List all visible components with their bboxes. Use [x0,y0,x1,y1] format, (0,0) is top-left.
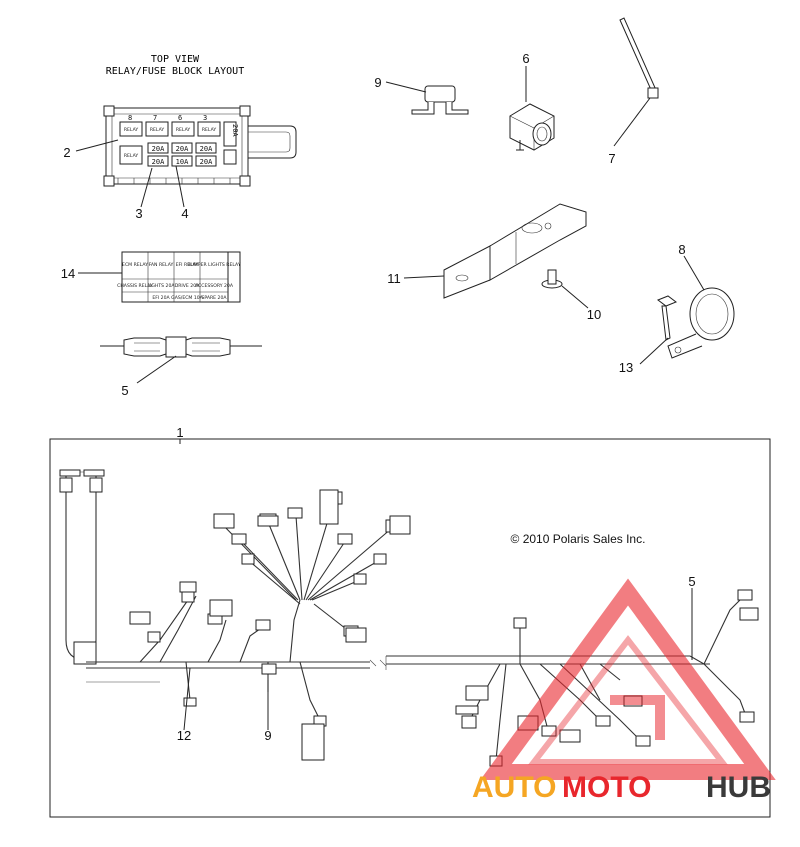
callout-9: 9 [374,75,381,90]
decal-cell: CHASSIS RELAY [117,283,153,289]
fuse-label: 10A [176,158,189,166]
callout-12: 12 [177,728,191,743]
relay-label: RELAY [150,127,165,133]
watermark-hub: HUB [706,771,771,804]
decal-cell: ACCESSORY 20A [195,283,234,289]
fuse-block-title-line1: TOP VIEW [151,54,200,65]
decal-cell: LIGHTS 20A [147,283,175,289]
decal-cell: EFI 20A [152,295,170,301]
decal-cell: ECM RELAY [122,262,148,268]
callout-14: 14 [61,266,75,281]
fuse-label: 20A [200,145,213,153]
callout-11: 11 [387,271,401,286]
slot-number: 6 [178,114,182,122]
fuse-label: 20A [152,158,165,166]
slot-number: 3 [203,114,207,122]
relay-label: RELAY [124,127,139,133]
decal-cell: BUMPER LIGHTS RELAY [187,262,240,268]
watermark-auto: AUTO [472,771,556,804]
slot-number: 7 [153,114,157,122]
watermark-logo [480,578,776,780]
watermark-text: AUTO MOTO HUB [472,771,771,804]
relay-label: RELAY [202,127,217,133]
bolt [656,295,678,341]
decal-cell: DRIVE 20A [175,283,200,289]
callout-1: 1 [176,425,183,440]
fuse-label: 20A [152,145,165,153]
fuse-block-title: TOP VIEW RELAY/FUSE BLOCK LAYOUT [106,54,244,77]
callout-8: 8 [678,242,685,257]
cable-tie [619,17,659,99]
callout-4: 4 [181,206,188,221]
fuse-block-title-line2: RELAY/FUSE BLOCK LAYOUT [106,66,244,77]
relay-label: RELAY [176,127,191,133]
push-rivet [541,269,563,289]
relay-label: RELAY [124,153,139,159]
callout-10: 10 [587,307,601,322]
mounting-bracket [443,203,587,299]
callout-5: 5 [121,383,128,398]
decal-cell: EFI RELAY [176,262,199,268]
copyright-text: © 2010 Polaris Sales Inc. [511,532,646,546]
fuse-label: 20A [231,124,239,137]
callout-2: 2 [63,145,70,160]
decal-cell: SPARE 20A [201,295,227,301]
fuse-decal: ECM RELAY FAN RELAY EFI RELAY BUMPER LIG… [117,251,241,303]
callout-7: 7 [608,151,615,166]
connector-clip [411,85,469,115]
callout-13: 13 [619,360,633,375]
watermark-moto: MOTO [562,771,651,804]
decal-cell: FAN RELAY [149,262,174,268]
callout-6: 6 [522,51,529,66]
decal-cell: GAS/ECM 10A [171,295,204,301]
callout-9: 9 [264,728,271,743]
fuse-label: 20A [200,158,213,166]
harness-frame [49,438,771,818]
p-clamp [667,287,735,359]
connector [509,103,555,151]
fuse-label: 20A [176,145,189,153]
callout-5: 5 [688,574,695,589]
inline-fuse-holder [100,336,262,358]
callout-3: 3 [135,206,142,221]
relay-fuse-block: 8 7 6 3 RELAY RELAY RELAY RELAY RELAY 20… [103,105,297,187]
slot-number: 8 [128,114,132,122]
